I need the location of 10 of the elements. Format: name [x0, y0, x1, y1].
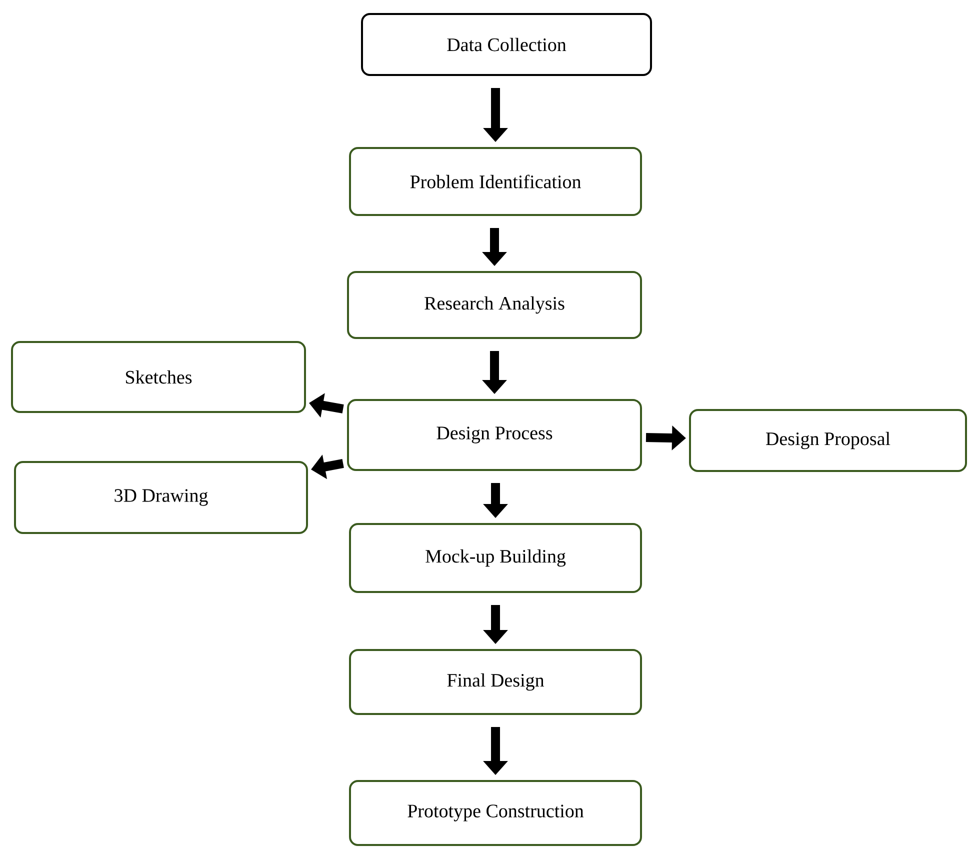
process-box: Sketches: [11, 341, 306, 413]
process-box: 3D Drawing: [14, 461, 308, 534]
process-box: Data Collection: [361, 13, 652, 76]
process-box: Mock-up Building: [349, 523, 642, 593]
process-box: Design Proposal: [689, 409, 967, 472]
process-box: Research Analysis: [347, 271, 642, 339]
process-box: Final Design: [349, 649, 642, 715]
process-box: Design Process: [347, 399, 642, 471]
process-box: Problem Identification: [349, 147, 642, 216]
process-box: Prototype Construction: [349, 780, 642, 846]
